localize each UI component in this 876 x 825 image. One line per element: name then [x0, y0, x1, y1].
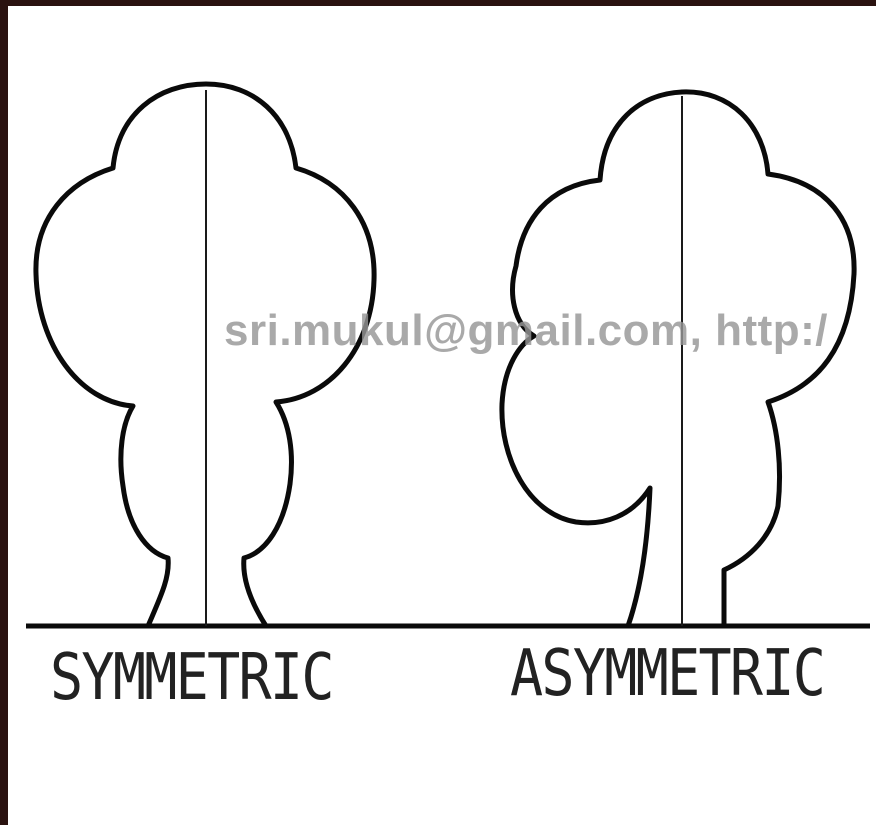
diagram-canvas: SYMMETRIC ASYMMETRIC sri.mukul@gmail.com… — [8, 6, 876, 825]
asymmetric-tree-outline — [502, 92, 854, 626]
asymmetric-label: ASYMMETRIC — [510, 642, 824, 706]
symmetric-label: SYMMETRIC — [50, 646, 333, 710]
watermark-text: sri.mukul@gmail.com, http:/ — [224, 306, 828, 356]
